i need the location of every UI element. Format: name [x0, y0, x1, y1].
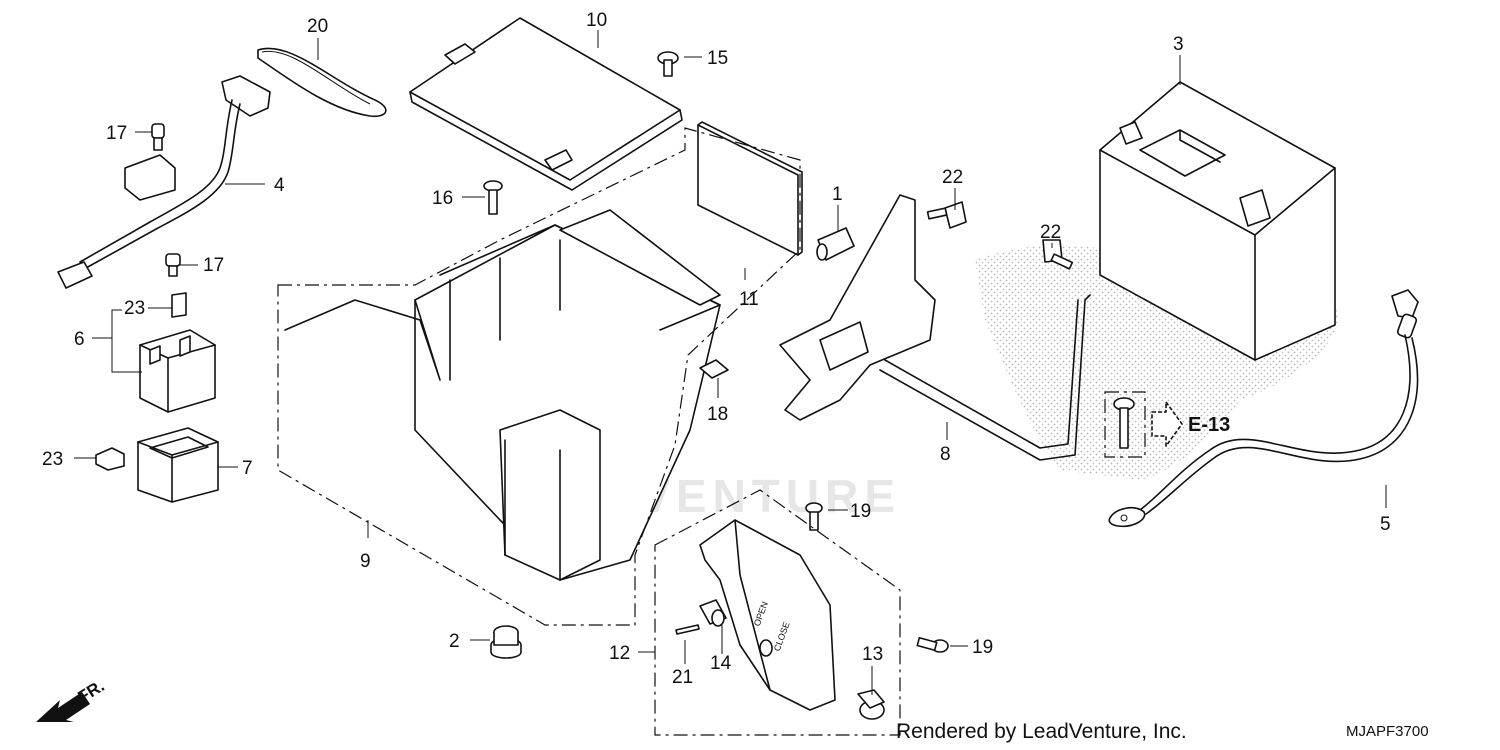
callout-2[interactable]: 2	[449, 631, 460, 652]
callout-22-lower[interactable]: 22	[1040, 222, 1061, 243]
callout-19-upper[interactable]: 19	[850, 501, 871, 522]
part-12-cover[interactable]: OPEN CLOSE	[699, 519, 836, 711]
callout-22-upper[interactable]: 22	[942, 167, 963, 188]
callout-4[interactable]: 4	[274, 175, 285, 196]
part-9-battery-box[interactable]	[284, 209, 721, 581]
callout-10[interactable]: 10	[586, 10, 607, 31]
front-direction-indicator: FR.	[36, 676, 108, 722]
callout-labels: 1 2 3 4 5 6 7 8 9 10 11 12 13 14 15 16 1…	[42, 10, 1391, 688]
part-16-bolt[interactable]	[483, 180, 503, 215]
callout-6[interactable]: 6	[74, 329, 85, 350]
part-5-cable[interactable]	[1108, 289, 1419, 528]
part-4-cable[interactable]	[57, 75, 271, 289]
part-23-clip-upper[interactable]	[171, 292, 187, 318]
part-6-relay[interactable]	[139, 329, 216, 413]
callout-14[interactable]: 14	[710, 653, 732, 674]
callout-16[interactable]: 16	[432, 188, 453, 209]
part-7-cover[interactable]	[137, 427, 219, 503]
callout-7[interactable]: 7	[242, 458, 253, 479]
callout-11[interactable]: 11	[739, 289, 759, 310]
part-8-bracket[interactable]	[779, 194, 1091, 461]
callout-19-lower[interactable]: 19	[972, 637, 993, 658]
callout-1[interactable]: 1	[832, 184, 843, 205]
front-arrow-icon	[36, 692, 90, 722]
callout-8[interactable]: 8	[940, 444, 951, 465]
callout-23-upper[interactable]: 23	[124, 298, 145, 319]
callout-15[interactable]: 15	[707, 48, 728, 69]
part-13-lock[interactable]	[857, 689, 885, 720]
part-23-clip-lower[interactable]	[95, 447, 125, 471]
part-21-pin[interactable]	[675, 624, 700, 635]
part-22-bolt-lower[interactable]	[1042, 239, 1074, 270]
part-19-bolt-upper[interactable]	[805, 502, 823, 531]
ref-bolt[interactable]	[1104, 391, 1146, 458]
part-19-bolt-lower[interactable]	[916, 637, 949, 653]
part-1-holder[interactable]	[816, 227, 855, 261]
part-3-battery[interactable]	[1099, 81, 1336, 361]
cross-reference-e13[interactable]: E-13	[1151, 401, 1230, 447]
callout-17-upper[interactable]: 17	[106, 123, 127, 144]
part-17-bolt-lower[interactable]	[165, 253, 181, 277]
callout-13[interactable]: 13	[862, 644, 883, 665]
cross-ref-label[interactable]: E-13	[1188, 414, 1230, 436]
callout-23-lower[interactable]: 23	[42, 449, 63, 470]
part-2-grommet[interactable]	[490, 625, 522, 659]
part-15-bolt[interactable]	[657, 51, 679, 77]
assembly-outline-cover	[654, 489, 901, 736]
callout-12[interactable]: 12	[609, 643, 630, 664]
callout-20[interactable]: 20	[307, 16, 328, 37]
part-17-bolt-upper[interactable]	[151, 123, 165, 151]
callout-18[interactable]: 18	[707, 404, 728, 425]
diagram-code: MJAPF3700	[1346, 723, 1429, 740]
callout-9[interactable]: 9	[360, 551, 371, 572]
part-10-lid[interactable]	[409, 17, 683, 191]
leader-lines	[74, 30, 1387, 695]
callout-17-lower[interactable]: 17	[203, 255, 224, 276]
part-22-bolt-upper[interactable]	[926, 201, 967, 229]
part-20-band[interactable]	[257, 47, 387, 118]
part-14-collar[interactable]	[699, 599, 727, 627]
footer-credit: Rendered by LeadVenture, Inc.	[896, 720, 1187, 743]
callout-5[interactable]: 5	[1380, 514, 1391, 535]
callout-3[interactable]: 3	[1173, 34, 1184, 55]
callout-21[interactable]: 21	[672, 667, 693, 688]
part-11-pad[interactable]	[697, 121, 803, 256]
part-18-clip[interactable]	[699, 359, 729, 379]
